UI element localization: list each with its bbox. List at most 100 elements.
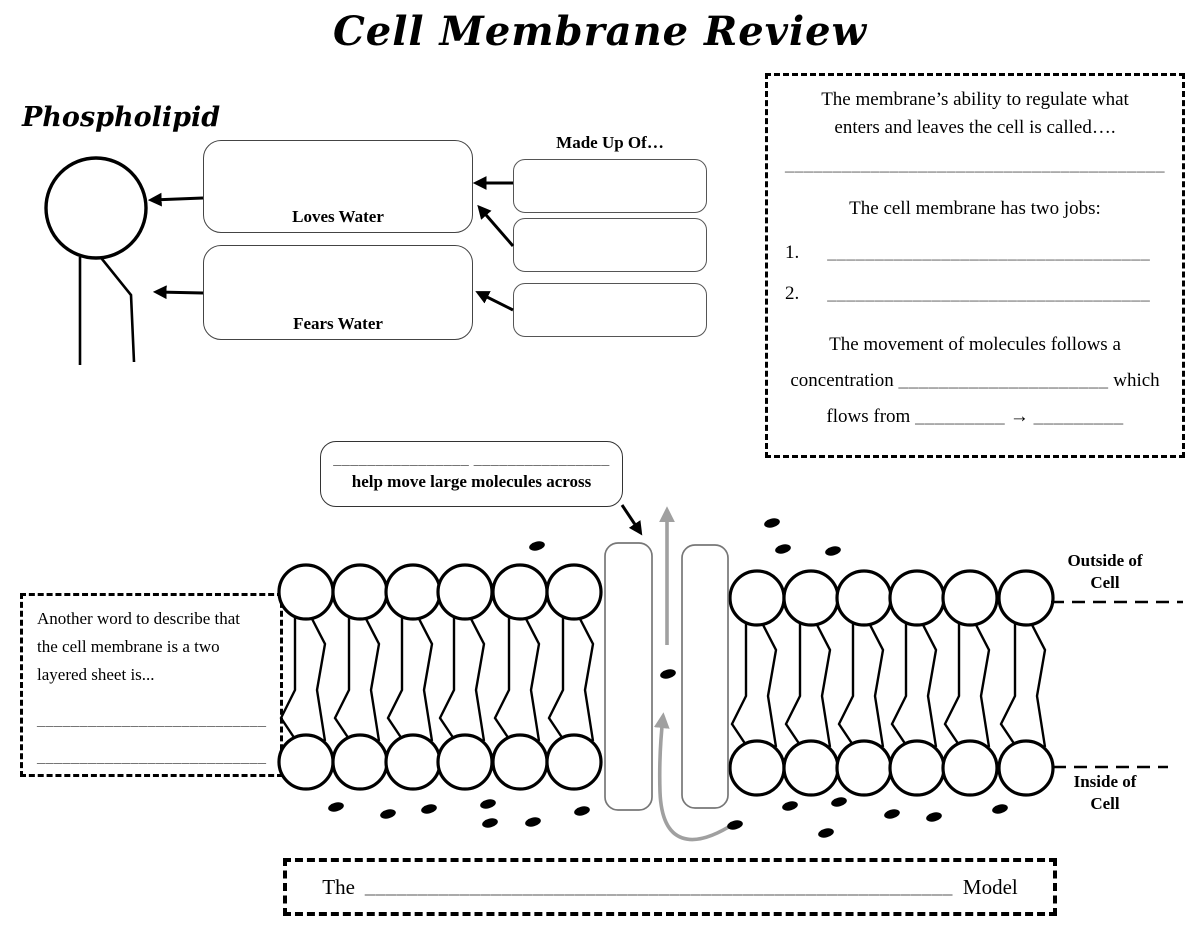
molecule-dot <box>818 828 834 838</box>
made-up-of-label: Made Up Of… <box>556 133 664 152</box>
two-jobs-heading: The cell membrane has two jobs: <box>849 198 1101 219</box>
molecule-dot <box>480 799 496 809</box>
phospholipid-head <box>782 569 840 627</box>
gradient-blank: _____________________ <box>898 370 1109 391</box>
molecule-dot <box>926 812 942 822</box>
protein-channel <box>604 542 653 811</box>
phospholipid-tail <box>918 618 938 748</box>
transport-pointer-arrow <box>620 504 643 536</box>
movement-line2-pre: concentration <box>790 370 894 391</box>
regulation-question-box: The membrane’s ability to regulate what … <box>765 73 1185 458</box>
molecule-dot <box>660 669 676 679</box>
fears-water-label: Fears Water <box>293 314 383 333</box>
molecule-dot <box>775 544 791 554</box>
bilayer-line3: layered sheet is... <box>37 665 155 684</box>
made-up-of-blank-box-3 <box>513 283 707 337</box>
phospholipid-tail <box>575 612 595 742</box>
job-2-number: 2. <box>785 283 800 304</box>
molecule-dot <box>764 518 780 528</box>
phospholipid-tail <box>361 612 381 742</box>
phospholipid-head <box>44 156 148 260</box>
made-up-of-arrow <box>477 204 515 247</box>
pointer-arrow <box>152 285 204 300</box>
phospholipid-tail <box>837 621 855 746</box>
transport-caption: help move large molecules across <box>351 472 592 491</box>
phospholipid-tail <box>784 621 802 746</box>
molecule-dot <box>574 806 590 816</box>
phospholipid-head <box>888 739 946 797</box>
phospholipid-tail <box>521 612 541 742</box>
transport-blank-2: ________________ <box>473 451 610 468</box>
job-row-1: 1.__________________________________ <box>785 242 1169 264</box>
phospholipid-head <box>941 739 999 797</box>
pointer-arrow <box>147 192 204 207</box>
protein-channel <box>681 544 729 809</box>
phospholipid-head <box>331 563 389 621</box>
phospholipid-tail <box>865 618 885 748</box>
phospholipid-head <box>277 733 335 791</box>
flows-from-blank: _________ <box>915 406 1006 427</box>
bilayer-line1: Another word to describe that <box>37 609 240 628</box>
molecule-dot <box>782 801 798 811</box>
phospholipid-tail <box>943 621 961 746</box>
bilayer-question-box: Another word to describe that the cell m… <box>20 593 283 777</box>
phospholipid-tail <box>279 615 297 740</box>
made-up-of-blank-box-2 <box>513 218 707 272</box>
molecule-dot <box>525 817 541 827</box>
phospholipid-tail <box>730 621 748 746</box>
transport-proteins-box: ________________ ________________ help m… <box>320 441 623 507</box>
inside-label-line1: Inside of <box>1073 772 1137 791</box>
loves-water-label: Loves Water <box>292 207 384 226</box>
outside-of-cell-label: Outside of Cell <box>1040 550 1170 594</box>
phospholipid-tail <box>999 621 1017 746</box>
phospholipid-tail <box>1027 618 1047 748</box>
phospholipid-tail <box>386 615 404 740</box>
phospholipid-tail <box>971 618 991 748</box>
phospholipid-tail <box>812 618 832 748</box>
regulation-answer-blank: ________________________________________ <box>785 154 1165 174</box>
model-pre: The <box>322 874 355 899</box>
transport-blank-1: ________________ <box>333 451 470 468</box>
phospholipid-head <box>545 563 603 621</box>
transport-protein-blanks: ________________ ________________ <box>321 451 622 469</box>
job-row-2: 2. __________________________________ <box>785 283 1169 305</box>
outside-label-line1: Outside of <box>1067 551 1143 570</box>
phospholipid-tail <box>493 615 511 740</box>
outside-label-line2: Cell <box>1090 573 1120 592</box>
phospholipid-head <box>545 733 603 791</box>
phospholipid-tail <box>547 615 565 740</box>
bilayer-answer-blank-1: ___________________________ <box>37 712 267 729</box>
phospholipid-head <box>728 569 786 627</box>
molecule-dot <box>992 804 1008 814</box>
job-2-blank: __________________________________ <box>827 283 1151 303</box>
phospholipid-head <box>491 563 549 621</box>
movement-line2-post: which <box>1113 370 1160 391</box>
phospholipid-head <box>491 733 549 791</box>
loves-water-box: Loves Water <box>203 140 473 233</box>
molecule-dot <box>529 541 545 551</box>
phospholipid-head <box>888 569 946 627</box>
job-1-blank: __________________________________ <box>827 242 1151 262</box>
phospholipid-tail <box>414 612 434 742</box>
phospholipid-head <box>436 733 494 791</box>
phospholipid-head <box>384 733 442 791</box>
phospholipid-tail <box>890 621 908 746</box>
phospholipid-tail <box>758 618 778 748</box>
flows-to-blank: _________ <box>1033 406 1124 427</box>
molecule-dot <box>884 809 900 819</box>
phospholipid-tail <box>466 612 486 742</box>
phospholipid-tail <box>333 615 351 740</box>
molecule-dot <box>831 797 847 807</box>
phospholipid-head <box>835 739 893 797</box>
model-name-box: The ____________________________________… <box>283 858 1057 916</box>
fears-water-box: Fears Water <box>203 245 473 340</box>
regulation-question-line2: enters and leaves the cell is called…. <box>834 117 1116 138</box>
page-title: Cell Membrane Review <box>332 8 868 55</box>
molecule-dot <box>727 820 743 830</box>
movement-line1: The movement of molecules follows a <box>829 334 1121 355</box>
phospholipid-head <box>728 739 786 797</box>
movement-line3-pre: flows from <box>826 406 911 427</box>
made-up-of-blank-box-1 <box>513 159 707 213</box>
bilayer-answer-blank-2: ___________________________ <box>37 749 267 766</box>
